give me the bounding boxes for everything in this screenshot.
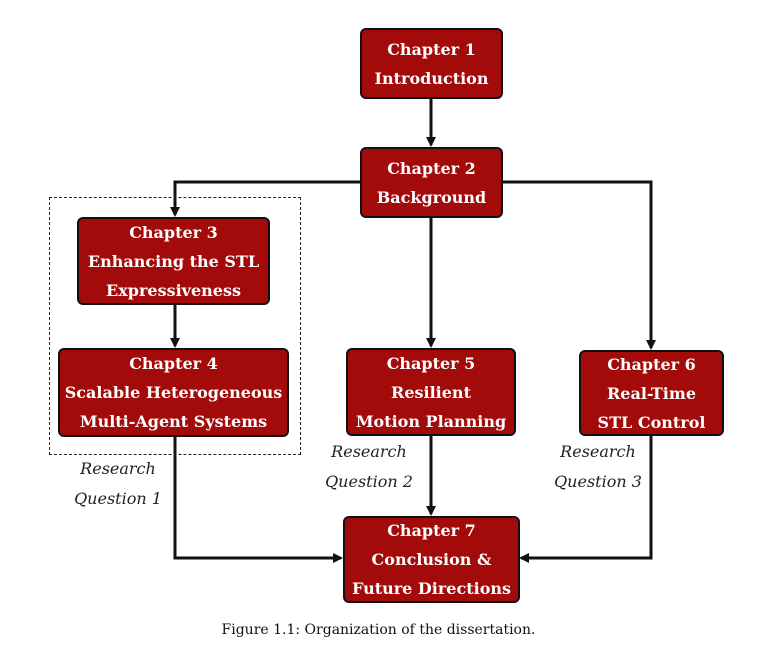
chapter-5-title-line2: Motion Planning (355, 411, 507, 431)
chapter-1-title: Introduction (374, 68, 489, 88)
chapter-6-number: Chapter 6 (607, 354, 696, 374)
rq2-line2: Question 2 (325, 472, 413, 491)
figure-caption: Figure 1.1: Organization of the disserta… (221, 622, 536, 638)
chapter-3-title-line2: Expressiveness (106, 280, 241, 300)
research-question-1-group (49, 197, 301, 455)
chapter-4-title-line1: Scalable Heterogeneous (64, 383, 283, 402)
arrow-ch4-ch7 (173, 437, 343, 563)
chapter-5-box: Chapter 5 Resilient Motion Planning (346, 348, 516, 436)
chapter-7-title-line1: Conclusion & (371, 550, 492, 569)
rq1-line1: Research (80, 459, 156, 478)
chapter-5-title-line1: Resilient (391, 382, 471, 402)
chapter-6-title-line1: Real-Time (606, 383, 696, 403)
chapter-6-box: Chapter 6 Real-Time STL Control (579, 350, 724, 436)
chapter-7-title-line2: Future Directions (352, 579, 511, 598)
rq3-line2: Question 3 (554, 472, 642, 491)
chapter-4-title-line2: Multi-Agent Systems (79, 412, 268, 431)
arrow-ch2-ch6 (502, 180, 656, 350)
chapter-4-number: Chapter 4 (129, 354, 218, 373)
rq1-line2: Question 1 (74, 489, 162, 508)
chapter-6-title-line2: STL Control (597, 412, 706, 432)
chapter-3-title-line1: Enhancing the STL (87, 251, 260, 271)
research-question-2-label: Research Question 2 (314, 437, 424, 497)
research-question-1-label: Research Question 1 (63, 454, 173, 514)
chapter-4-box: Chapter 4 Scalable Heterogeneous Multi-A… (58, 348, 289, 437)
chapter-3-box: Chapter 3 Enhancing the STL Expressivene… (77, 217, 270, 305)
chapter-7-box: Chapter 7 Conclusion & Future Directions (343, 516, 520, 603)
chapter-5-number: Chapter 5 (386, 353, 476, 373)
rq2-line1: Research (331, 442, 407, 461)
arrow-ch6-ch7 (519, 436, 653, 563)
chapter-1-box: Chapter 1 Introduction (360, 28, 503, 99)
chapter-2-box: Chapter 2 Background (360, 147, 503, 218)
chapter-3-number: Chapter 3 (129, 222, 218, 242)
chapter-2-number: Chapter 2 (387, 158, 476, 178)
chapter-7-number: Chapter 7 (387, 521, 476, 540)
research-question-3-label: Research Question 3 (543, 437, 653, 497)
arrow-ch2-ch3 (170, 180, 361, 217)
chapter-2-title: Background (376, 187, 487, 207)
chapter-1-number: Chapter 1 (387, 39, 476, 59)
rq3-line1: Research (560, 442, 636, 461)
